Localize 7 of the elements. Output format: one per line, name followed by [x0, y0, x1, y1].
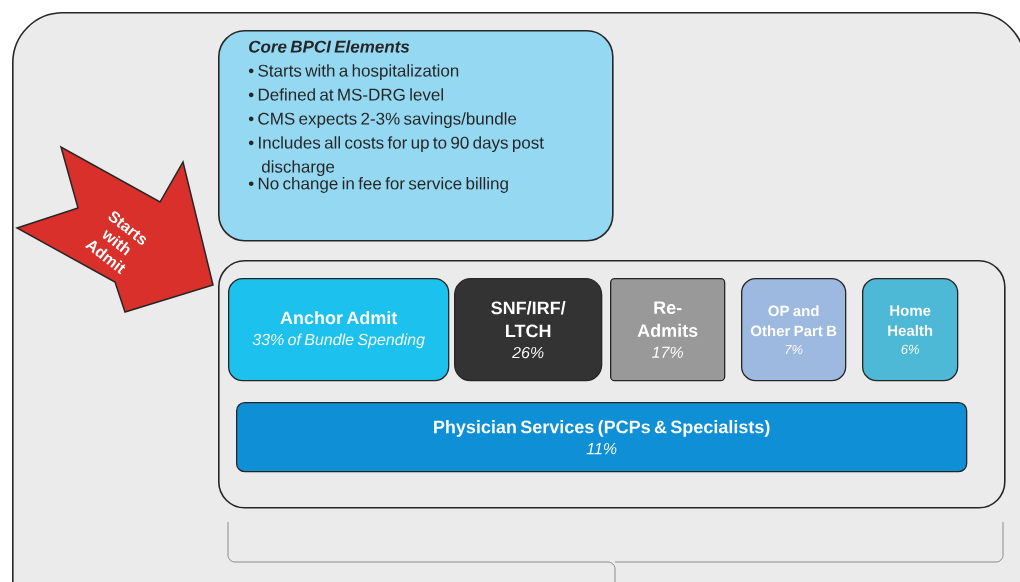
category-box: OP and Other Part B 7%: [741, 278, 847, 382]
category-box: Anchor Admit 33% of Bundle Spending: [228, 278, 450, 382]
category-box: Home Health 6%: [862, 278, 959, 382]
category-bar: Physician Services (PCPs & Specialists) 11%: [236, 402, 968, 473]
category-box: Re- Admits 17%: [610, 278, 726, 382]
category-box: SNF/IRF/ LTCH 26%: [454, 278, 603, 382]
info-box: Core BPCI Elements • Starts with a hospitalization • Defined at MS-DRG level • CMS expects 2-3% savings/bundle • Includes all costs for up to 90 days post discharge • No change in fee for service billing: [218, 30, 614, 242]
